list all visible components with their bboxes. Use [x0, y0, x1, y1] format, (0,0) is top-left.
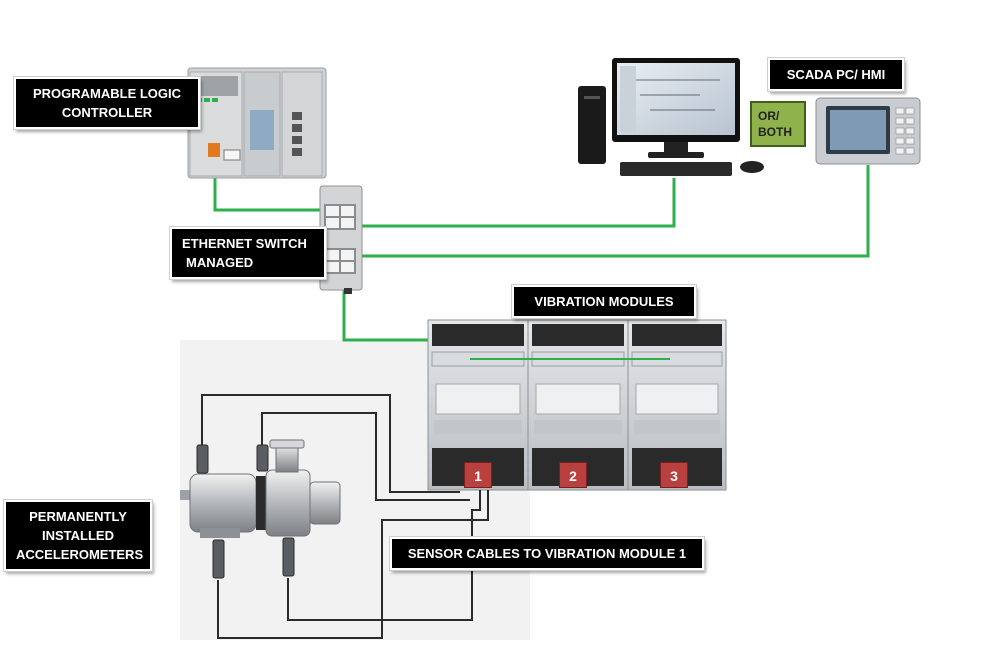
scada-label: SCADA PC/ HMI: [767, 57, 905, 92]
switch-label: ETHERNET SWITCH MANAGED: [169, 226, 327, 280]
accel-label-line3: ACCELEROMETERS: [16, 547, 144, 562]
hmi-panel-icon: [815, 97, 921, 165]
vibration-modules-label-text: VIBRATION MODULES: [534, 294, 674, 309]
plc-label-line1: PROGRAMABLE LOGIC: [32, 86, 182, 101]
accel-label-line1: PERMANENTLY: [29, 509, 127, 524]
module-number-badge-2: 2: [559, 462, 587, 488]
ethernet-switch-icon: [319, 185, 363, 294]
module-number-badge-1: 1: [464, 462, 492, 488]
or-label-line2: BOTH: [758, 125, 792, 139]
or-both-label: OR/ BOTH: [750, 101, 806, 147]
network-lines: [213, 165, 870, 342]
accelerometer-icon: [196, 444, 295, 579]
module-number-badge-3: 3: [660, 462, 688, 488]
sensor-cables-label-text: SENSOR CABLES TO VIBRATION MODULE 1: [407, 546, 687, 561]
desktop-pc-icon: [578, 58, 764, 176]
accel-label-line2: INSTALLED: [42, 528, 114, 543]
sensor-cables-label: SENSOR CABLES TO VIBRATION MODULE 1: [389, 536, 705, 571]
scada-label-text: SCADA PC/ HMI: [786, 67, 886, 82]
plc-label: PROGRAMABLE LOGIC CONTROLLER: [13, 76, 201, 130]
plc-chassis-icon: [187, 67, 327, 179]
vibration-modules-label: VIBRATION MODULES: [511, 284, 697, 319]
or-label-line1: OR/: [758, 109, 780, 123]
switch-label-line1: ETHERNET SWITCH: [182, 236, 307, 251]
pump-motor-icon: [180, 439, 341, 538]
accelerometers-label: PERMANENTLY INSTALLED ACCELEROMETERS: [3, 499, 153, 572]
switch-label-line2: MANAGED: [186, 255, 254, 270]
plc-label-line2: CONTROLLER: [61, 105, 153, 120]
